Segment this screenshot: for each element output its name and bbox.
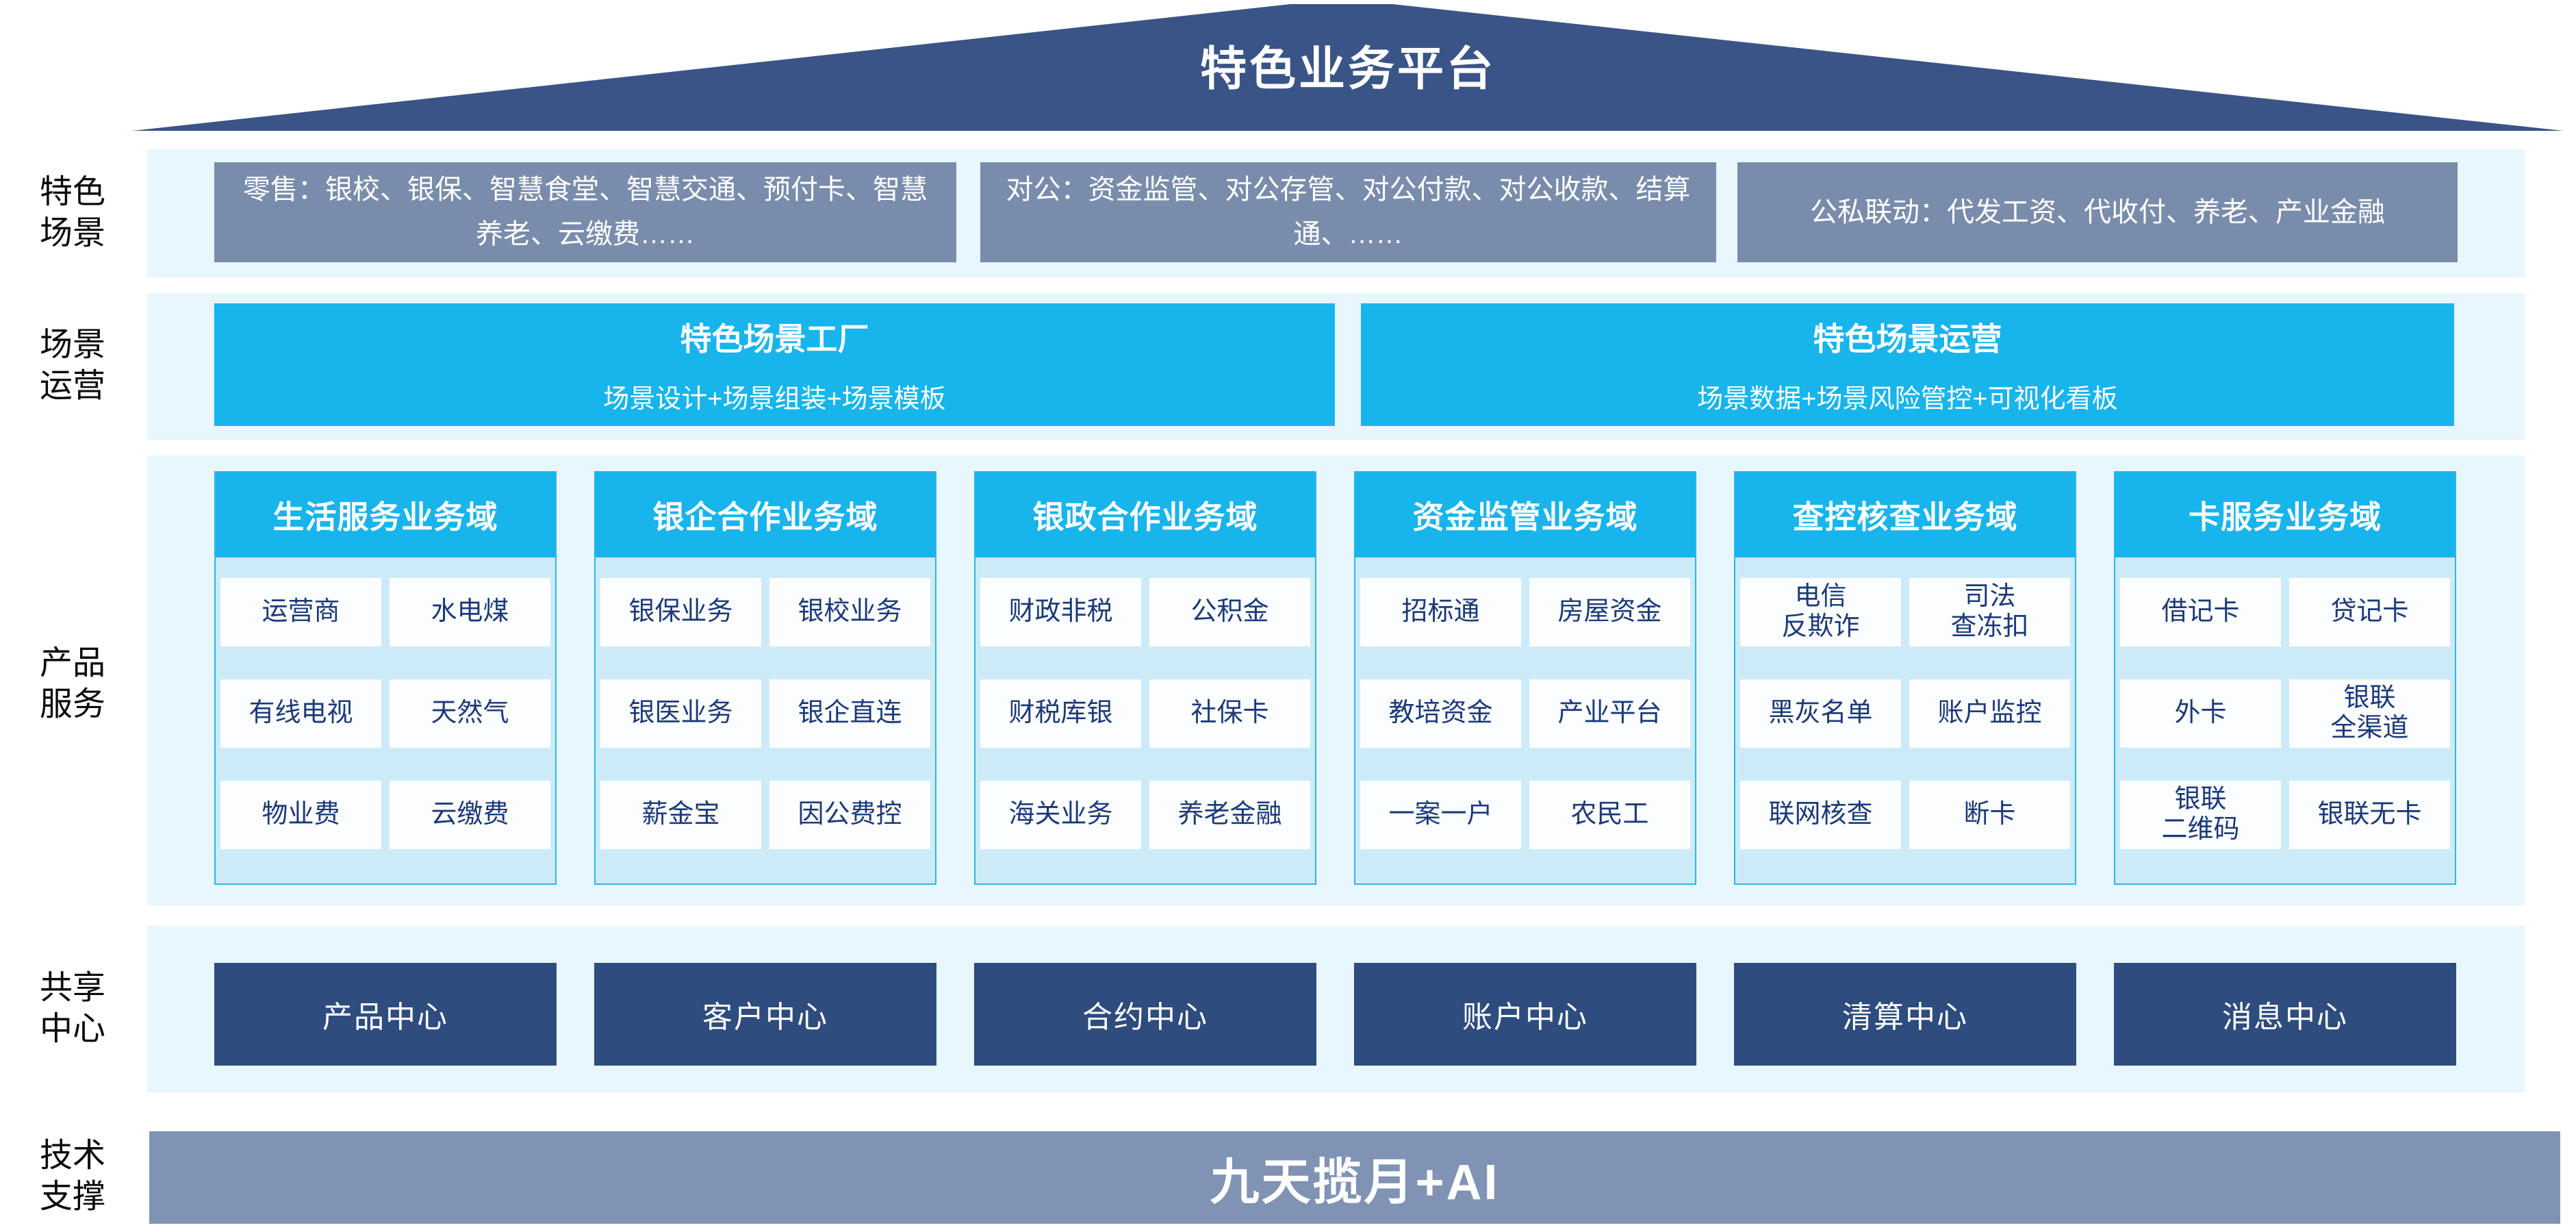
product-cell: 社保卡	[1149, 679, 1310, 748]
side-label-line: 技术	[39, 1137, 105, 1174]
product-cell-grid: 电信 反欺诈 司法 查冻扣 黑灰名单 账户监控 联网核查 断卡	[1735, 557, 2075, 849]
product-cell-grid: 借记卡 贷记卡 外卡 银联 全渠道 银联 二维码 银联无卡	[2115, 557, 2455, 849]
side-label-tech-support: 技术 支撑	[0, 1135, 145, 1218]
operation-box-title: 特色场景工厂	[680, 321, 869, 357]
product-cell: 银联 二维码	[2120, 781, 2281, 849]
product-cell: 云缴费	[390, 781, 550, 849]
product-column-header: 生活服务业务域	[216, 473, 555, 557]
product-cell: 财政非税	[980, 578, 1141, 646]
product-cell: 水电煤	[390, 578, 550, 646]
center-box-contract: 合约中心	[974, 963, 1316, 1066]
product-cell: 司法 查冻扣	[1909, 578, 2070, 646]
side-label-line: 场景	[39, 215, 105, 252]
platform-title: 特色业务平台	[1199, 43, 1496, 95]
product-cell: 教培资金	[1360, 679, 1521, 748]
product-cell: 运营商	[220, 578, 381, 646]
product-column-header: 银政合作业务域	[975, 473, 1315, 557]
side-label-product-services: 产品 服务	[0, 643, 145, 726]
center-box-customer: 客户中心	[594, 963, 936, 1066]
side-label-line: 共享	[39, 970, 105, 1006]
product-cell: 银校业务	[769, 578, 930, 646]
product-cell: 天然气	[390, 679, 550, 748]
product-cell-grid: 银保业务 银校业务 银医业务 银企直连 薪金宝 因公费控	[596, 557, 935, 849]
operation-box-subtitle: 场景数据+场景风险管控+可视化看板	[1697, 385, 2118, 414]
tech-support-label: 九天揽月+AI	[1210, 1155, 1500, 1210]
product-cell: 银联 全渠道	[2289, 679, 2450, 748]
product-cell: 银医业务	[600, 679, 761, 748]
center-box-product: 产品中心	[214, 963, 557, 1066]
product-cell-grid: 财政非税 公积金 财税库银 社保卡 海关业务 养老金融	[975, 557, 1315, 849]
product-column-header: 查控核查业务域	[1735, 473, 2075, 557]
side-label-line: 特色	[39, 174, 105, 210]
product-column-header: 资金监管业务域	[1355, 473, 1695, 557]
product-column-bank-enterprise: 银企合作业务域 银保业务 银校业务 银医业务 银企直连 薪金宝 因公费控	[594, 471, 936, 885]
side-label-line: 场景	[39, 327, 105, 363]
product-cell: 账户监控	[1909, 679, 2070, 748]
center-box-account: 账户中心	[1354, 963, 1696, 1066]
product-cell: 海关业务	[980, 781, 1141, 849]
product-cell: 因公费控	[769, 781, 930, 849]
center-box-clearing: 清算中心	[1734, 963, 2076, 1066]
product-cell: 财税库银	[980, 679, 1141, 748]
product-cell: 银保业务	[600, 578, 761, 646]
operation-box-title: 特色场景运营	[1813, 321, 2002, 357]
product-cell: 薪金宝	[600, 781, 761, 849]
product-cell: 银企直连	[769, 679, 930, 748]
product-column-check-verification: 查控核查业务域 电信 反欺诈 司法 查冻扣 黑灰名单 账户监控 联网核查 断卡	[1734, 471, 2076, 885]
side-label-scene-operation: 场景 运营	[0, 325, 145, 407]
product-cell: 一案一户	[1360, 781, 1521, 849]
product-cell: 有线电视	[220, 679, 381, 748]
product-column-bank-government: 银政合作业务域 财政非税 公积金 财税库银 社保卡 海关业务 养老金融	[974, 471, 1316, 885]
product-cell: 产业平台	[1529, 679, 1690, 748]
side-label-line: 中心	[39, 1011, 105, 1048]
platform-roof	[132, 4, 2564, 131]
product-cell: 银联无卡	[2289, 781, 2450, 849]
product-column-card-service: 卡服务业务域 借记卡 贷记卡 外卡 银联 全渠道 银联 二维码 银联无卡	[2114, 471, 2456, 885]
product-cell: 物业费	[220, 781, 381, 849]
product-column-life-services: 生活服务业务域 运营商 水电煤 有线电视 天然气 物业费 云缴费	[214, 471, 557, 885]
roof-shape	[132, 4, 2564, 131]
scene-box-public-private: 公私联动：代发工资、代收付、养老、产业金融	[1737, 162, 2458, 262]
product-cell: 电信 反欺诈	[1740, 578, 1901, 646]
product-cell: 联网核查	[1740, 781, 1901, 849]
product-cell: 公积金	[1149, 578, 1310, 646]
side-label-shared-centers: 共享 中心	[0, 968, 145, 1051]
operation-box-scene-factory: 特色场景工厂 场景设计+场景组装+场景模板	[214, 303, 1335, 426]
product-column-header: 银企合作业务域	[596, 473, 935, 557]
product-cell: 外卡	[2120, 679, 2281, 748]
product-cell: 黑灰名单	[1740, 679, 1901, 748]
operation-box-scene-operation: 特色场景运营 场景数据+场景风险管控+可视化看板	[1361, 303, 2454, 426]
product-cell: 断卡	[1909, 781, 2070, 849]
product-cell: 农民工	[1529, 781, 1690, 849]
side-label-featured-scenes: 特色 场景	[0, 172, 145, 255]
operation-box-subtitle: 场景设计+场景组装+场景模板	[603, 385, 946, 414]
product-column-fund-supervision: 资金监管业务域 招标通 房屋资金 教培资金 产业平台 一案一户 农民工	[1354, 471, 1696, 885]
side-label-line: 运营	[39, 368, 105, 405]
product-cell-grid: 运营商 水电煤 有线电视 天然气 物业费 云缴费	[216, 557, 555, 849]
tech-support-bar: 九天揽月+AI	[149, 1131, 2560, 1224]
product-cell: 养老金融	[1149, 781, 1310, 849]
scene-box-corporate: 对公：资金监管、对公存管、对公付款、对公收款、结算通、……	[980, 162, 1716, 262]
product-cell: 房屋资金	[1529, 578, 1690, 646]
side-label-line: 产品	[39, 645, 105, 681]
side-label-line: 服务	[39, 686, 105, 723]
product-column-header: 卡服务业务域	[2115, 473, 2455, 557]
product-cell: 招标通	[1360, 578, 1521, 646]
product-cell: 贷记卡	[2289, 578, 2450, 646]
product-cell-grid: 招标通 房屋资金 教培资金 产业平台 一案一户 农民工	[1355, 557, 1695, 849]
side-label-line: 支撑	[39, 1179, 105, 1216]
product-cell: 借记卡	[2120, 578, 2281, 646]
center-box-message: 消息中心	[2114, 963, 2456, 1066]
scene-box-retail: 零售：银校、银保、智慧食堂、智慧交通、预付卡、智慧养老、云缴费……	[214, 162, 956, 262]
